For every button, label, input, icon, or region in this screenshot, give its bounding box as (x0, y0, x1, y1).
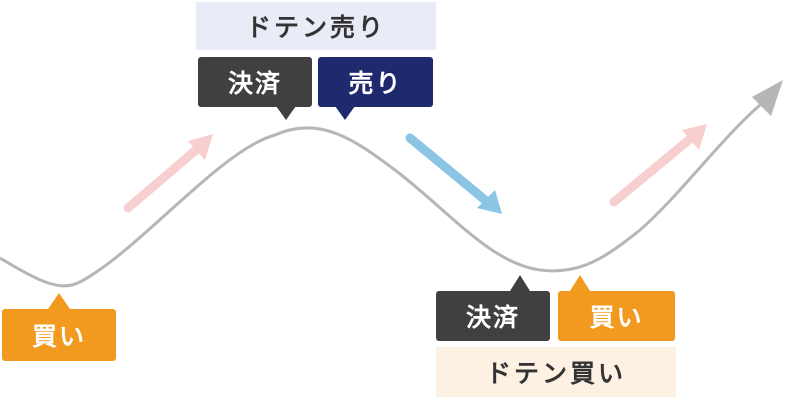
buy-bottom-text: 買い (589, 303, 644, 332)
settle-top-label: 決済 (198, 57, 312, 107)
settle-top-pointer (276, 106, 296, 120)
sell-top-text: 売り (348, 69, 403, 98)
buy-left-pointer (48, 293, 70, 309)
uptrend-arrow-right (609, 124, 707, 207)
settle-top-text: 決済 (227, 69, 282, 98)
buy-bottom-pointer (570, 275, 590, 291)
downtrend-arrow (405, 133, 502, 214)
buy-left-text: 買い (31, 322, 86, 351)
doten-buy-label: ドテン買い (485, 359, 626, 388)
settle-bottom-text: 決済 (465, 303, 520, 332)
buy-bottom-label: 買い (558, 291, 675, 341)
sell-top-pointer (335, 106, 355, 120)
settle-bottom-pointer (510, 275, 530, 291)
doten-sell-banner: ドテン売り (196, 2, 436, 50)
curve-arrowhead (752, 80, 783, 116)
buy-left-label: 買い (2, 309, 116, 361)
uptrend-arrow-left (123, 134, 213, 213)
doten-buy-banner: ドテン買い (436, 347, 676, 397)
sell-top-label: 売り (318, 57, 433, 107)
doten-sell-label: ドテン売り (245, 13, 386, 42)
settle-bottom-label: 決済 (436, 291, 550, 341)
price-curve (0, 103, 761, 288)
